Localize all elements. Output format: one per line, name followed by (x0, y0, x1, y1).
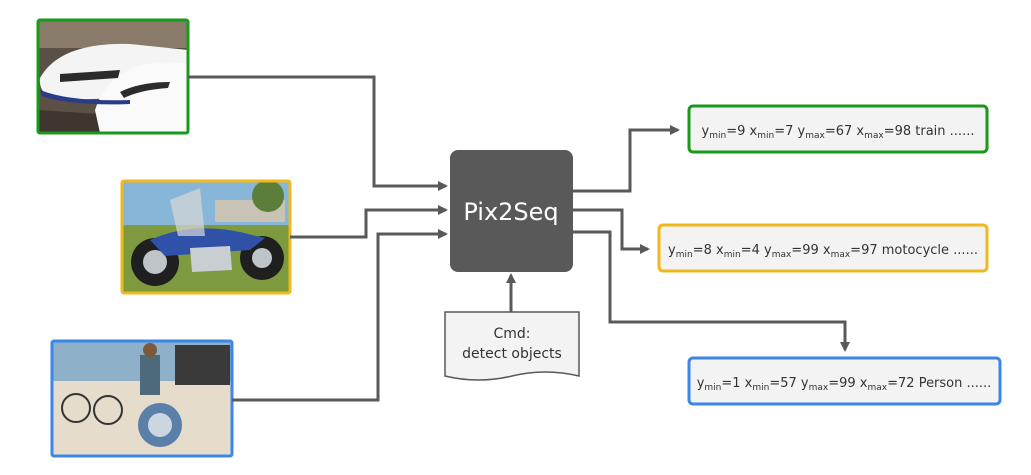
input-image-motorcycle (120, 179, 292, 295)
output-box-motorcycle: ymin=8 xmin=4 ymax=99 xmax=97 motocycle … (657, 223, 989, 273)
arrow-model-to-output-train (573, 125, 680, 193)
output-label-person: Person (919, 376, 963, 391)
command-document: Cmd: detect objects (444, 311, 580, 381)
output-label-motorcycle: motocycle (882, 243, 949, 258)
arrow-model-to-output-motorcycle (573, 208, 650, 254)
output-box-person: ymin=1 xmin=57 ymax=99 xmax=72 Person ..… (687, 356, 1002, 406)
command-line-2: detect objects (462, 346, 562, 362)
output-text-person: ymin=1 xmin=57 ymax=99 xmax=72 Person ..… (697, 376, 992, 393)
output-text-motorcycle: ymin=8 xmin=4 ymax=99 xmax=97 motocycle … (668, 243, 978, 260)
command-line-1: Cmd: (493, 326, 530, 342)
output-label-train: train (915, 124, 945, 139)
arrow-model-to-output-person (573, 230, 850, 352)
input-image-train (36, 18, 190, 135)
output-text-train: ymin=9 xmin=7 ymax=67 xmax=98 train ....… (702, 124, 975, 141)
model-name: Pix2Seq (463, 198, 558, 226)
arrow-person-to-model (232, 229, 448, 402)
model-box: Pix2Seq (450, 150, 573, 272)
output-box-train: ymin=9 xmin=7 ymax=67 xmax=98 train ....… (687, 104, 989, 154)
input-image-person (50, 339, 234, 458)
arrow-train-to-model (188, 75, 448, 191)
arrow-motorcycle-to-model (290, 205, 448, 239)
